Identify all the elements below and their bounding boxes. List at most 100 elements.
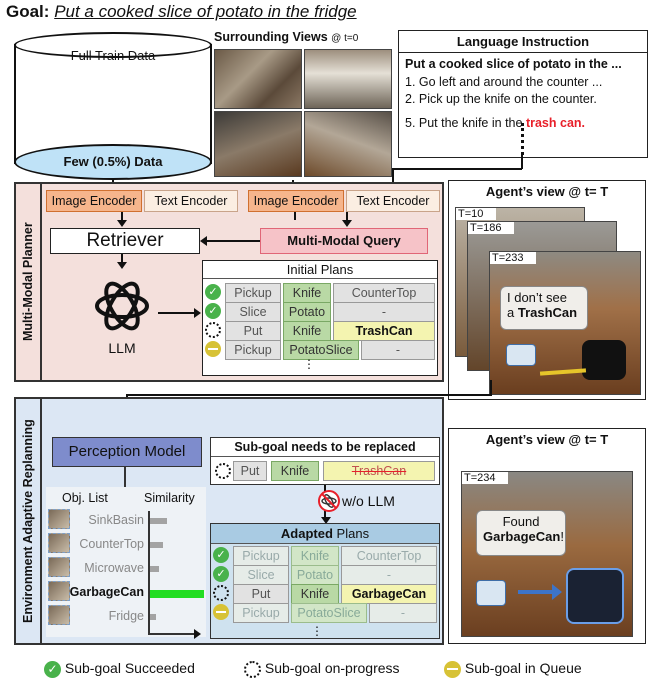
progress-dots-icon xyxy=(244,660,261,678)
no-llm-icon xyxy=(318,490,340,512)
feedback-line-h xyxy=(126,394,490,396)
multi-modal-planner-panel: Multi-Modal Planner Image Encoder Text E… xyxy=(14,182,444,382)
instruction-step-1: 1. Go left and around the counter ... xyxy=(405,75,603,89)
replace-action: Put xyxy=(233,461,267,481)
instruction-ellipsis-connector xyxy=(521,123,525,155)
encoder-arrowhead-left xyxy=(117,220,127,227)
similarity-bar xyxy=(150,566,159,572)
plan-target: CounterTop xyxy=(333,283,435,303)
speech-bubble-top: I don’t see a TrashCan xyxy=(500,286,588,330)
instruction-step-5: 5. Put the knife in the trash can. xyxy=(405,116,641,130)
surrounding-views-panel: Surrounding Views @ t=0 xyxy=(214,30,394,180)
progress-dots-icon xyxy=(213,585,229,601)
check-icon: ✓ xyxy=(213,566,229,582)
speech-bottom-line-1: Found xyxy=(502,514,540,529)
llm-to-plans-head xyxy=(194,308,201,318)
frame-t234-label: T=234 xyxy=(462,472,508,484)
robot-icon-bottom xyxy=(476,580,506,606)
garbage-can-object xyxy=(566,568,624,624)
step5-target: trash can. xyxy=(525,116,586,130)
instruction-connector-h xyxy=(392,168,522,170)
plan-object: Knife xyxy=(291,584,339,604)
query-to-retriever-line xyxy=(206,240,260,242)
similarity-axis-y xyxy=(148,511,150,635)
legend-queue-label: Sub-goal in Queue xyxy=(464,660,582,676)
plan-object: Potato xyxy=(283,302,331,322)
speech-top-article: a xyxy=(507,305,515,320)
object-thumbnail xyxy=(48,533,70,553)
retriever-to-llm-head xyxy=(117,262,127,269)
progress-dots-icon xyxy=(205,322,221,338)
object-name: CounterTop xyxy=(79,537,144,551)
encoder-arrowhead-right xyxy=(342,220,352,227)
plan-action: Slice xyxy=(225,302,281,322)
retriever-to-llm-line xyxy=(121,254,123,264)
multi-modal-query-box: Multi-Modal Query xyxy=(260,228,428,254)
agent-view-top-panel: Agent’s view @ t= T T=10 T=186 T=233 I d… xyxy=(448,180,646,400)
frame-t233: T=233 I don’t see a TrashCan xyxy=(489,251,641,395)
perception-to-list-line xyxy=(124,467,128,487)
subgoal-replace-title: Sub-goal needs to be replaced xyxy=(211,438,439,457)
instruction-title: Language Instruction xyxy=(399,31,647,53)
plan-object: Potato xyxy=(291,565,339,585)
environment-replanning-panel: Environment Adaptive Replanning Percepti… xyxy=(14,397,444,645)
similarity-bar xyxy=(150,590,204,598)
check-icon: ✓ xyxy=(213,547,229,563)
speech-bottom-bold: GarbageCan xyxy=(483,529,561,544)
plan-target: - xyxy=(333,302,435,322)
instruction-step-2: 2. Pick up the knife on the counter. xyxy=(405,92,597,106)
adapted-plans-title: Adapted Plans xyxy=(211,524,439,544)
queue-icon xyxy=(444,660,461,678)
plan-target: TrashCan xyxy=(333,321,435,341)
plan-target: GarbageCan xyxy=(341,584,437,604)
speech-top-line-1: I don’t see xyxy=(507,290,567,305)
object-name: GarbageCan xyxy=(69,585,144,599)
plan-action: Pickup xyxy=(225,340,281,360)
planner-divider xyxy=(40,184,42,380)
object-name: Microwave xyxy=(84,561,144,575)
speech-bubble-bottom: Found GarbageCan! xyxy=(476,510,566,556)
llm-to-plans-line xyxy=(158,312,194,314)
plan-object: Knife xyxy=(283,283,331,303)
queue-icon xyxy=(205,341,221,357)
initial-plans-title: Initial Plans xyxy=(203,261,437,279)
found-arrow-line xyxy=(518,590,552,594)
frame-t10-label: T=10 xyxy=(456,208,496,220)
obj-list-header: Obj. List xyxy=(62,491,108,505)
initial-plans-more: ⋮ xyxy=(303,357,315,371)
adapted-bold: Adapted xyxy=(280,526,333,541)
image-encoder-right: Image Encoder xyxy=(248,190,344,212)
plan-target: - xyxy=(369,603,437,623)
perception-model-box: Perception Model xyxy=(52,437,202,467)
planner-label: Multi-Modal Planner xyxy=(21,222,35,342)
encoder-arrow-left xyxy=(121,212,123,222)
plan-action: Pickup xyxy=(233,546,289,566)
view-photo-4 xyxy=(304,111,392,177)
frame-t186-label: T=186 xyxy=(468,222,514,234)
similarity-axis-x xyxy=(148,633,196,635)
legend-succeeded-label: Sub-goal Succeeded xyxy=(64,660,195,676)
plan-target: - xyxy=(341,565,437,585)
goal-prefix: Goal: xyxy=(6,2,50,21)
queue-icon xyxy=(213,604,229,620)
text-encoder-left: Text Encoder xyxy=(144,190,238,212)
encoder-arrow-right-a xyxy=(294,212,296,220)
replace-to-adapted-head xyxy=(321,517,331,524)
object-thumbnail xyxy=(48,557,70,577)
feedback-line-v xyxy=(490,380,492,396)
plan-action: Slice xyxy=(233,565,289,585)
plan-target: CounterTop xyxy=(341,546,437,566)
subgoal-replace-box: Sub-goal needs to be replaced Put Knife … xyxy=(210,437,440,485)
object-thumbnail xyxy=(48,581,70,601)
few-data-label: Few (0.5%) Data xyxy=(63,154,163,169)
instruction-connector-top xyxy=(521,155,523,169)
plan-action: Pickup xyxy=(225,283,281,303)
plan-object: Knife xyxy=(291,546,339,566)
trash-can-object xyxy=(582,340,626,380)
check-icon: ✓ xyxy=(44,660,61,678)
found-arrow-head xyxy=(552,584,562,600)
